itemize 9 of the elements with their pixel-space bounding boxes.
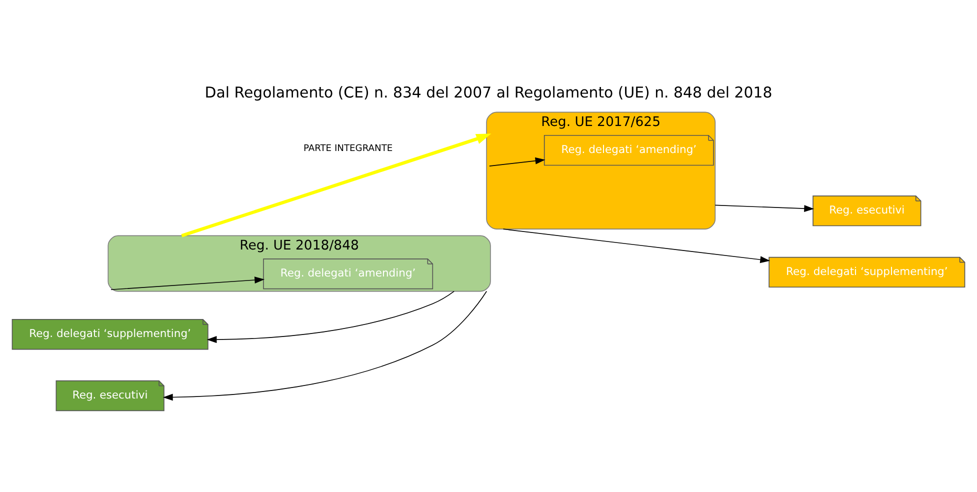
arrow: [206, 290, 455, 343]
arrow: [502, 228, 770, 263]
arrow: [110, 276, 265, 290]
arrow: [181, 133, 492, 237]
arrow: [489, 156, 546, 166]
diagram-title: Dal Regolamento (CE) n. 834 del 2007 al Regolamento (UE) n. 848 del 2018: [204, 83, 772, 102]
edge-label: PARTE INTEGRANTE: [303, 143, 393, 154]
arrow: [714, 204, 814, 212]
arrow: [162, 290, 488, 400]
